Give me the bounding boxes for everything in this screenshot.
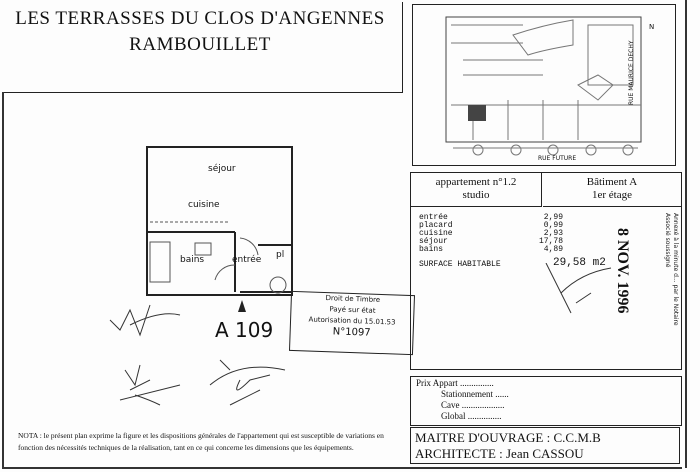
project-city: RAMBOUILLET <box>129 34 271 55</box>
room-cuisine: cuisine <box>188 200 220 210</box>
entrance-arrow-icon <box>238 300 246 312</box>
project-title: LES TERRASSES DU CLOS D'ANGENNES <box>15 8 385 29</box>
room-name: bains <box>419 245 444 254</box>
building-header: Bâtiment A 1er étage <box>543 173 681 207</box>
room-sejour: séjour <box>208 164 236 174</box>
building: Bâtiment A <box>586 176 638 188</box>
total-label: SURFACE HABITABLE <box>419 260 501 269</box>
room-name: entrée <box>419 213 448 222</box>
price-parking: Stationnement ...... <box>441 389 509 399</box>
notary-signature <box>545 263 612 314</box>
total-row: SURFACE HABITABLE <box>419 260 589 269</box>
left-border <box>2 92 4 467</box>
room-area: 2,93 <box>543 229 563 238</box>
apartment-number: appartement n°1.2 <box>435 176 517 188</box>
price-cellar: Cave ................... <box>441 400 505 410</box>
room-area: 4,89 <box>543 245 563 254</box>
room-name: séjour <box>419 237 448 246</box>
price-label: Global <box>441 411 466 421</box>
building-a-highlight <box>468 105 486 121</box>
apartment-info: appartement n°1.2 studio Bâtiment A 1er … <box>410 172 682 370</box>
room-placard: pl <box>276 250 285 260</box>
signatures <box>109 304 286 406</box>
right-border <box>685 0 687 468</box>
price-label: Cave <box>441 400 460 410</box>
north-arrow: N <box>649 23 655 31</box>
surface-row: bains 4,89 <box>419 245 589 254</box>
price-label: Stationnement <box>441 389 493 399</box>
surface-row: placard 0,99 <box>419 221 589 230</box>
credits-box: MAITRE D'OUVRAGE : C.C.M.B ARCHITECTE : … <box>410 427 680 464</box>
site-plan-drawing <box>445 16 642 156</box>
room-area: 2,99 <box>543 213 563 222</box>
room-area: 17,78 <box>538 237 563 246</box>
room-area: 0,99 <box>543 221 563 230</box>
nota-text: NOTA : le présent plan exprime la figure… <box>18 431 384 452</box>
total-area: 29,58 m2 <box>553 257 606 269</box>
architect: ARCHITECTE : Jean CASSOU <box>415 446 584 461</box>
lot-label: A 109 <box>215 318 274 342</box>
apartment-header: appartement n°1.2 studio <box>411 173 542 207</box>
notary-stamp-text: Annexé à la minute d... par le Notaire A… <box>664 213 679 326</box>
price-label: Prix Appart <box>416 378 458 388</box>
street-south: RUE FUTURE <box>538 155 577 162</box>
total-value: 29,58 <box>553 257 587 269</box>
prices-box: Prix Appart ............... Stationnemen… <box>410 376 682 426</box>
surface-row: entrée 2,99 <box>419 213 589 222</box>
title-frame <box>2 2 403 93</box>
room-name: placard <box>419 221 453 230</box>
surface-row: cuisine 2,93 <box>419 229 589 238</box>
room-name: cuisine <box>419 229 453 238</box>
bottom-border <box>2 467 682 469</box>
surface-row: séjour 17,78 <box>419 237 589 246</box>
price-appart: Prix Appart ............... <box>416 378 494 388</box>
site-plan: RUE FUTURE RUE MAURICE DECHY N <box>412 4 676 166</box>
room-entree: entrée <box>232 255 262 265</box>
room-bains: bains <box>180 255 205 265</box>
floor-plan <box>146 146 293 296</box>
price-global: Global ............... <box>441 411 502 421</box>
owner: MAITRE D'OUVRAGE : C.C.M.B <box>415 430 601 445</box>
apartment-type: studio <box>462 189 490 201</box>
floor: 1er étage <box>592 189 632 201</box>
street-east: RUE MAURICE DECHY <box>628 40 635 105</box>
total-unit: m2 <box>592 257 606 269</box>
